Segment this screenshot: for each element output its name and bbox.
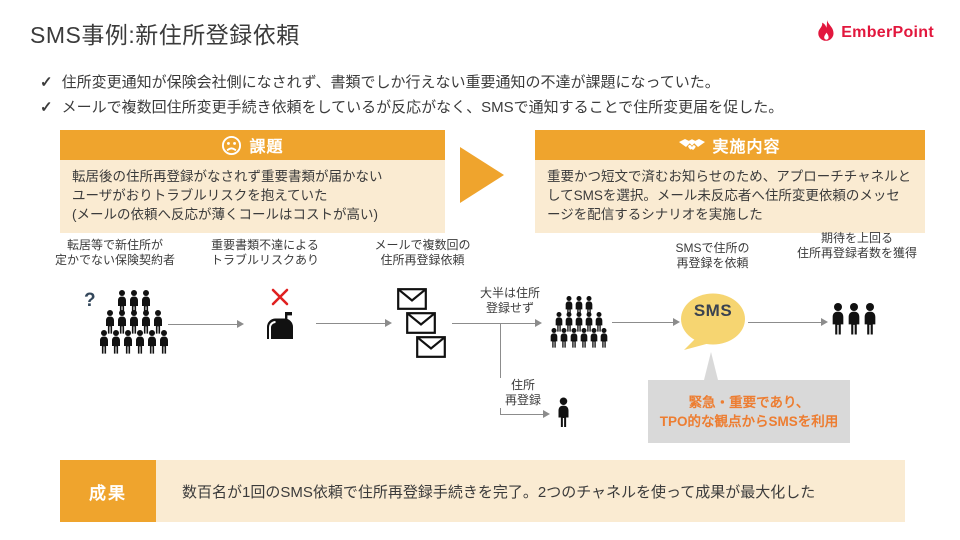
- flow-label-step3: メールで複数回の 住所再登録依頼: [374, 238, 471, 267]
- implementation-header-label: 実施内容: [712, 139, 781, 156]
- bullet-text: 住所変更通知が保険会社側になされず、書類でしか行えない重要通知の不達が課題になっ…: [61, 74, 720, 91]
- results-label: 成果: [60, 460, 156, 522]
- question-mark: ?: [84, 290, 96, 311]
- flow-arrow: [316, 319, 392, 327]
- error-x-icon: [271, 288, 289, 306]
- summary-bullets: ✓ 住所変更通知が保険会社側になされず、書類でしか行えない重要通知の不達が課題に…: [40, 70, 783, 120]
- flame-icon: [818, 20, 834, 41]
- implementation-header: 実施内容: [535, 130, 925, 160]
- challenge-header-label: 課題: [249, 139, 284, 156]
- bullet-item: ✓ メールで複数回住所変更手続き依頼をしているが反応がなく、SMSで通知すること…: [40, 95, 783, 120]
- sms-speech-bubble: SMS: [680, 293, 746, 353]
- sms-reason-note: 緊急・重要であり、 TPO的な観点からSMSを利用: [648, 380, 850, 443]
- people-group-result: [832, 303, 876, 335]
- branch-line: [500, 324, 501, 414]
- flow-label-step1: 転居等で新住所が 定かでない保険契約者: [54, 238, 175, 267]
- branch-no-register-label: 大半は住所 登録せず: [465, 286, 555, 316]
- flow-arrow: [452, 319, 542, 327]
- note-pointer: [704, 352, 718, 380]
- challenge-panel: 課題 転居後の住所再登録がなされず重要書類が届かない ユーザがおりトラブルリスク…: [60, 130, 445, 233]
- mailbox-icon: [267, 312, 293, 339]
- challenge-body: 転居後の住所再登録がなされず重要書類が届かない ユーザがおりトラブルリスクを抱え…: [60, 160, 445, 233]
- envelope-icon: [416, 336, 446, 358]
- results-bar: 成果 数百名が1回のSMS依頼で住所再登録手続きを完了。2つのチャネルを使って成…: [60, 460, 905, 522]
- logo-text: EmberPoint: [841, 23, 934, 41]
- people-group-no-register: [550, 296, 608, 348]
- sms-bubble-label: SMS: [693, 301, 733, 320]
- implementation-panel: 実施内容 重要かつ短文で済むお知らせのため、アプローチチャネルとしてSMSを選択…: [535, 130, 925, 233]
- challenge-header: 課題: [60, 130, 445, 160]
- flow-label-step4: SMSで住所の 再登録を依頼: [675, 241, 750, 270]
- flow-arrow: [612, 318, 680, 326]
- checkmark-icon: ✓: [40, 74, 53, 91]
- handshake-icon: [679, 138, 706, 150]
- emberpoint-logo: EmberPoint: [816, 20, 934, 45]
- flow-label-step5: 期待を上回る 住所再登録者数を獲得: [796, 231, 917, 260]
- bullet-text: メールで複数回住所変更手続き依頼をしているが反応がなく、SMSで通知することで住…: [61, 99, 784, 116]
- bullet-item: ✓ 住所変更通知が保険会社側になされず、書類でしか行えない重要通知の不達が課題に…: [40, 70, 783, 95]
- envelope-icon: [406, 312, 436, 334]
- transition-arrow: [460, 147, 504, 203]
- envelope-icon: [397, 288, 427, 310]
- sad-face-icon: [222, 135, 242, 155]
- person-registered: [558, 397, 569, 427]
- flow-label-step2: 重要書類不達による トラブルリスクあり: [210, 238, 319, 267]
- checkmark-icon: ✓: [40, 99, 53, 116]
- people-group-contractors: [100, 290, 168, 354]
- branch-arrow: [500, 410, 550, 418]
- branch-register-label: 住所 再登録: [498, 378, 548, 408]
- flow-arrow: [748, 318, 828, 326]
- page-title: SMS事例:新住所登録依頼: [30, 22, 300, 48]
- results-body: 数百名が1回のSMS依頼で住所再登録手続きを完了。2つのチャネルを使って成果が最…: [156, 460, 905, 522]
- flow-arrow: [168, 320, 244, 328]
- implementation-body: 重要かつ短文で済むお知らせのため、アプローチチャネルとしてSMSを選択。メール未…: [535, 160, 925, 233]
